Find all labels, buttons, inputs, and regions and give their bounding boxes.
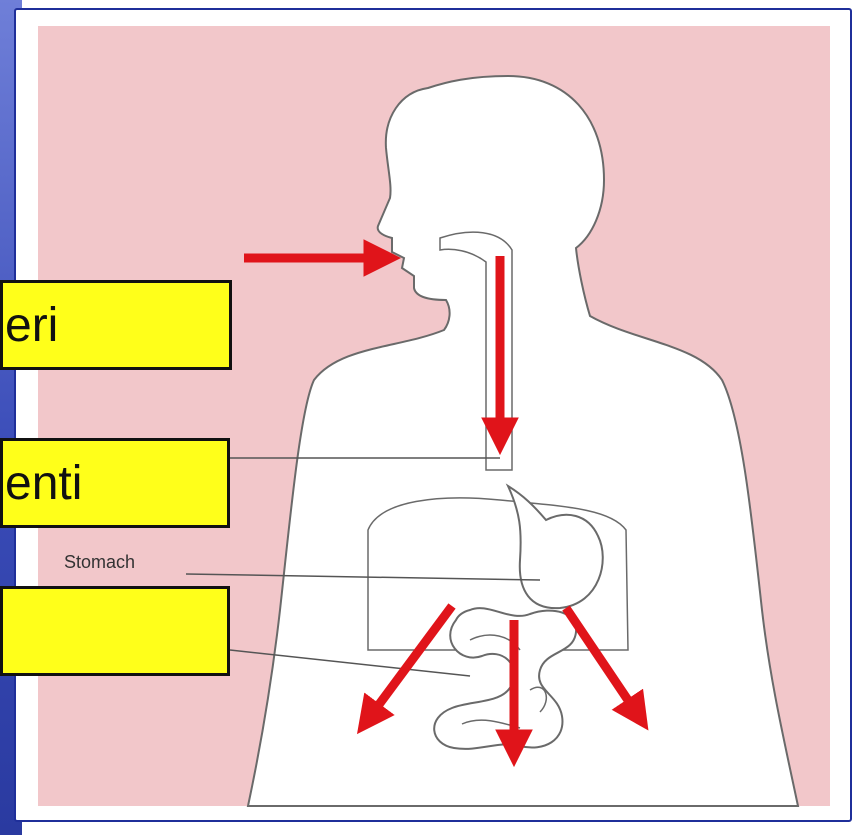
label-box-top-text: eri: [3, 298, 58, 353]
label-box-middle-text: enti: [3, 456, 82, 511]
stomach-label: Stomach: [64, 552, 135, 573]
label-box-middle: enti: [0, 438, 230, 528]
label-box-bottom: [0, 586, 230, 676]
label-box-top: eri: [0, 280, 232, 370]
